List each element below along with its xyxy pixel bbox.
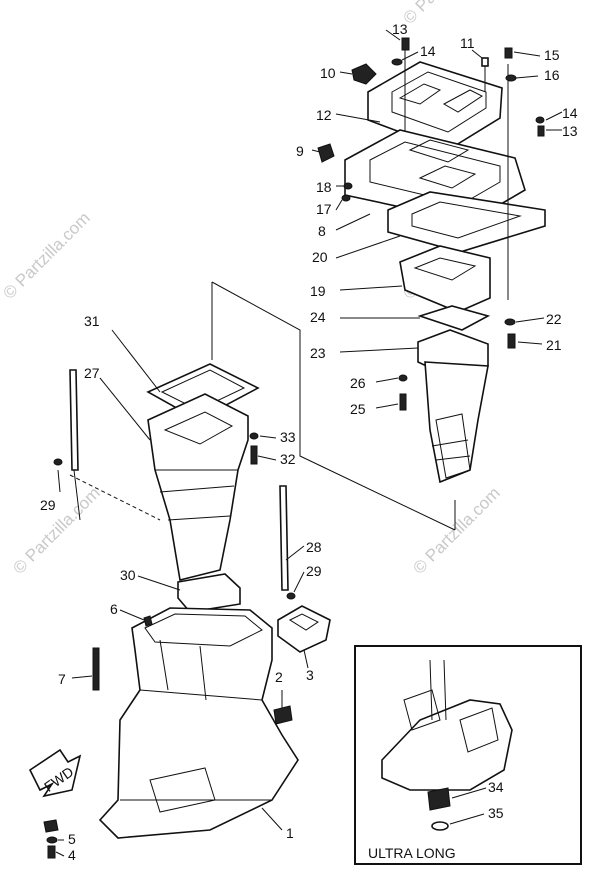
callout-18: 18 xyxy=(316,179,332,195)
callout-32: 32 xyxy=(280,451,296,467)
callout-17: 17 xyxy=(316,201,332,217)
lower-casing-assembly: FWD xyxy=(28,605,331,859)
bolt-25-icon xyxy=(399,393,407,411)
washer-33-icon xyxy=(249,432,259,440)
washer-14b-icon xyxy=(535,116,545,124)
callout-29-left: 29 xyxy=(40,497,56,513)
callout-14-right: 14 xyxy=(562,105,578,121)
callout-33: 33 xyxy=(280,429,296,445)
callout-34: 34 xyxy=(488,779,504,795)
watermark: © Partzilla.com xyxy=(399,0,493,28)
exhaust-guide-assembly xyxy=(344,40,546,484)
callout-29-right: 29 xyxy=(306,563,322,579)
callout-22: 22 xyxy=(546,311,562,327)
bolt-21-icon xyxy=(507,333,516,349)
watermark: © Partzilla.com xyxy=(9,483,103,577)
grommet-2-icon xyxy=(273,705,293,725)
callout-35: 35 xyxy=(488,805,504,821)
callout-31: 31 xyxy=(84,313,100,329)
callout-1: 1 xyxy=(286,825,294,841)
callout-21: 21 xyxy=(546,337,562,353)
bolt-32-icon xyxy=(250,445,258,465)
callout-30: 30 xyxy=(120,567,136,583)
callout-3: 3 xyxy=(306,667,314,683)
callout-14-top: 14 xyxy=(420,43,436,59)
bolt-15-icon xyxy=(504,47,513,59)
callout-10: 10 xyxy=(320,65,336,81)
callout-25: 25 xyxy=(350,401,366,417)
plug-10-icon xyxy=(351,63,377,85)
bolt-13b-icon xyxy=(537,125,545,137)
washer-14-icon xyxy=(391,58,403,66)
washer-35-icon xyxy=(431,821,449,831)
part-34-icon xyxy=(427,787,451,811)
washer-22-icon xyxy=(504,318,516,326)
callout-11: 11 xyxy=(460,35,475,51)
washer-17-icon xyxy=(341,194,351,202)
callout-13-right: 13 xyxy=(562,123,578,139)
callout-9: 9 xyxy=(296,143,304,159)
bolt-13-icon xyxy=(401,37,410,51)
bolt-4-icon xyxy=(47,845,56,859)
callout-2: 2 xyxy=(275,669,283,685)
ultra-long-inset: ULTRA LONG xyxy=(354,645,582,865)
callout-4: 4 xyxy=(68,847,76,863)
upper-casing-assembly xyxy=(53,281,456,613)
callout-8: 8 xyxy=(318,223,326,239)
callout-16: 16 xyxy=(544,67,560,83)
callout-23: 23 xyxy=(310,345,326,361)
pin-6-icon xyxy=(143,615,153,627)
washer-26-icon xyxy=(398,374,408,382)
leader-lines xyxy=(55,29,563,857)
inset-label: ULTRA LONG xyxy=(368,845,456,861)
callout-19: 19 xyxy=(310,283,326,299)
callout-7: 7 xyxy=(58,671,66,687)
washer-18-icon xyxy=(343,182,353,190)
callout-5: 5 xyxy=(68,831,76,847)
callout-13-top: 13 xyxy=(392,21,408,37)
watermark: © Partzilla.com xyxy=(0,208,94,302)
callout-27: 27 xyxy=(84,365,100,381)
clip-29b-icon xyxy=(53,458,63,466)
nut-9-icon xyxy=(317,143,335,163)
callout-28: 28 xyxy=(306,539,322,555)
clip-29-icon xyxy=(286,592,296,600)
callout-12: 12 xyxy=(316,107,332,123)
fwd-arrow-icon xyxy=(28,748,82,798)
callout-20: 20 xyxy=(312,249,328,265)
anode-icon xyxy=(43,819,59,833)
washer-5-icon xyxy=(46,836,58,844)
bolt-7-icon xyxy=(92,647,100,691)
callout-24: 24 xyxy=(310,309,326,325)
pin-11-icon xyxy=(481,57,489,67)
callout-labels: 1 2 3 4 5 6 7 8 9 10 11 12 13 13 14 14 1… xyxy=(40,21,578,863)
watermark: © Partzilla.com xyxy=(409,483,503,577)
callout-15: 15 xyxy=(544,47,560,63)
upper-fasteners xyxy=(317,37,545,411)
washer-16-icon xyxy=(505,74,517,82)
callout-26: 26 xyxy=(350,375,366,391)
callout-6: 6 xyxy=(110,601,118,617)
